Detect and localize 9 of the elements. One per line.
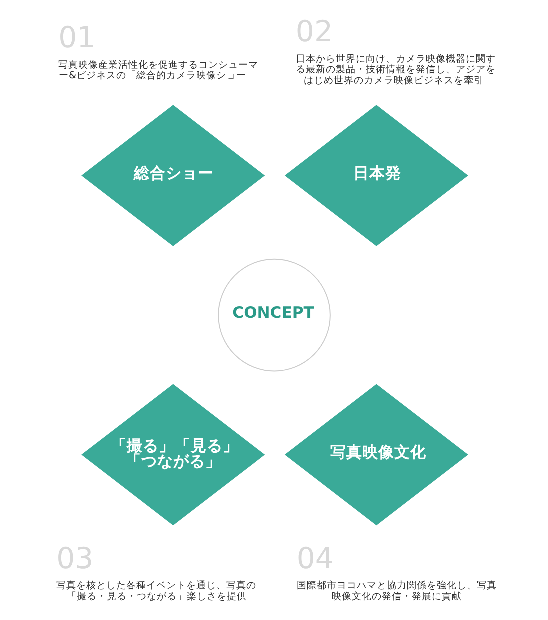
node-label: 日本から世界に向け、カメラ映像機器に関する最新の製品・技術情報を発信し、アジアをはじめ世界のカメラ映像ビジネスを牽引 xyxy=(295,54,496,86)
node-diamond: 写真映像文化 xyxy=(284,384,468,526)
node-label: 国際都市ヨコハマと協力関係を強化し、写真映像文化の発信・発展に貢献 xyxy=(296,580,496,602)
node-diamond: 日本発 xyxy=(284,105,468,246)
node-diamond: 「撮る」「見る」「つながる」 xyxy=(81,384,265,526)
node-label: 写真を核とした各種イベントを通じ、写真の「撮る・見る・つながる」楽しさを提供 xyxy=(56,580,256,602)
node-diamond: 総合ショー xyxy=(81,105,265,246)
node-circle: CONCEPT xyxy=(218,258,330,372)
node-label: 写真映像産業活性化を促進するコンシューマー&ビジネスの「総合的カメラ映像ショー」 xyxy=(58,60,258,82)
